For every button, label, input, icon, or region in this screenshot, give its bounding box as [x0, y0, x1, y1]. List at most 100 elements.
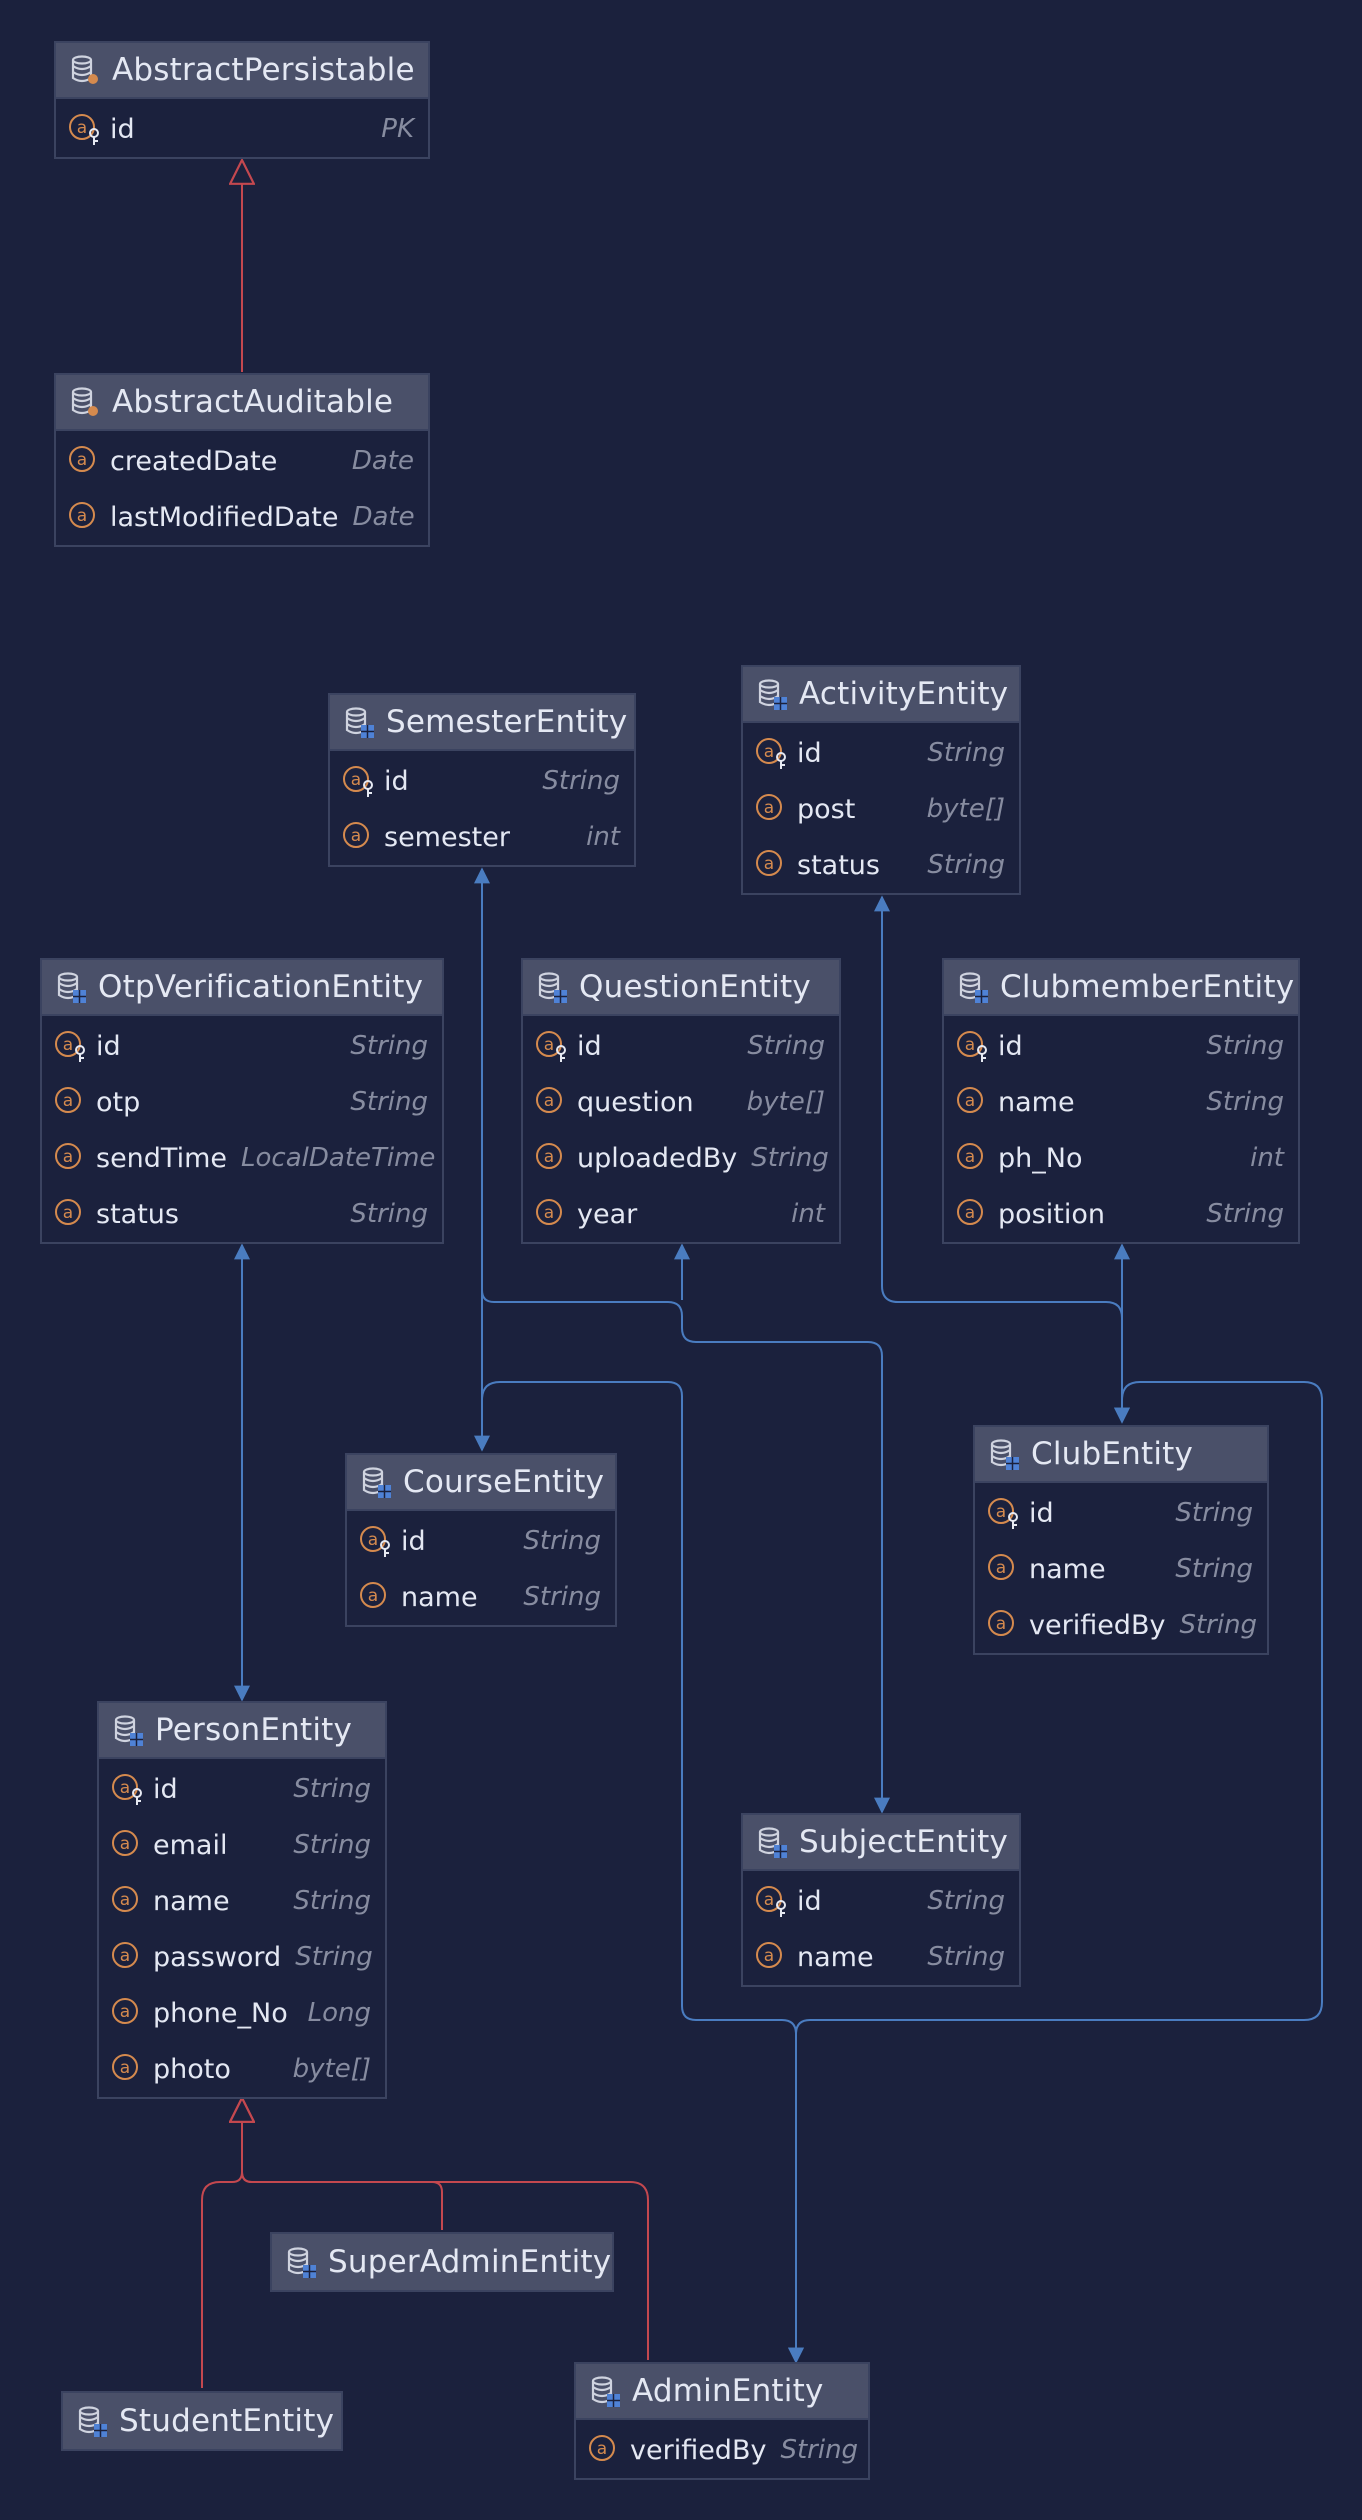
field-row: a year int — [523, 1186, 839, 1242]
field-row: a id String — [944, 1018, 1298, 1074]
field-type: String — [350, 1031, 428, 1061]
field-row: a name String — [975, 1541, 1267, 1597]
field-name: name — [1029, 1553, 1106, 1585]
field-row: a sendTime LocalDateTime — [42, 1130, 442, 1186]
primary-key-field-icon: a — [957, 1031, 987, 1062]
entity-person[interactable]: PersonEntity a id String a email String … — [97, 1701, 387, 2099]
field-name: id — [401, 1525, 426, 1557]
field-name: question — [577, 1086, 694, 1118]
entity-icon — [57, 972, 86, 1003]
field-name: otp — [96, 1086, 141, 1118]
entity-abstract-persistable[interactable]: AbstractPersistable a id PK — [54, 41, 430, 159]
field-name: verifiedBy — [1029, 1609, 1166, 1641]
svg-text:a: a — [120, 1778, 130, 1798]
primary-key-field-icon: a — [756, 1886, 786, 1917]
field-row: a id String — [743, 1873, 1019, 1929]
entity-clubmember[interactable]: ClubmemberEntity a id String a name Stri… — [942, 958, 1300, 1244]
entity-header: PersonEntity — [99, 1703, 385, 1759]
field-row: a question byte[] — [523, 1074, 839, 1130]
field-name: post — [797, 793, 856, 825]
primary-key-field-icon: a — [69, 114, 99, 145]
field-row: a phone_No Long — [99, 1985, 385, 2041]
entity-abstract-auditable[interactable]: AbstractAuditable a createdDate Date a l… — [54, 373, 430, 547]
field-type: int — [1250, 1143, 1284, 1173]
entity-icon — [758, 679, 787, 710]
field-icon: a — [55, 1087, 81, 1113]
field-icon: a — [536, 1087, 562, 1113]
inherit-admin-to-person — [242, 2098, 649, 2360]
entity-name: SubjectEntity — [799, 1824, 1008, 1860]
field-name: name — [401, 1581, 478, 1613]
field-row: a id String — [330, 753, 634, 809]
field-type: String — [1206, 1031, 1284, 1061]
field-icon: a — [988, 1554, 1014, 1580]
svg-text:a: a — [965, 1091, 975, 1111]
entity-semester[interactable]: SemesterEntity a id String a semester in… — [328, 693, 636, 867]
entity-header: SubjectEntity — [743, 1815, 1019, 1871]
primary-key-field-icon: a — [360, 1526, 390, 1557]
entity-header: OtpVerificationEntity — [42, 960, 442, 1016]
field-name: status — [797, 849, 880, 881]
svg-text:a: a — [764, 742, 774, 762]
field-type: String — [1175, 1498, 1253, 1528]
entity-header: QuestionEntity — [523, 960, 839, 1016]
field-icon: a — [589, 2435, 615, 2461]
svg-text:a: a — [63, 1203, 73, 1223]
field-type: String — [293, 1830, 371, 1860]
entity-name: ClubmemberEntity — [1000, 969, 1295, 1005]
entity-name: ActivityEntity — [799, 676, 1009, 712]
field-type: String — [927, 1942, 1005, 1972]
entity-icon — [345, 707, 374, 738]
svg-text:a: a — [965, 1035, 975, 1055]
svg-text:a: a — [764, 854, 774, 874]
entity-icon — [990, 1439, 1019, 1470]
field-type: byte[] — [292, 2054, 371, 2084]
entity-admin[interactable]: AdminEntity a verifiedBy String — [574, 2362, 870, 2480]
svg-text:a: a — [120, 1890, 130, 1910]
svg-text:a: a — [368, 1586, 378, 1606]
primary-key-field-icon: a — [55, 1031, 85, 1062]
field-type: int — [586, 822, 620, 852]
entity-icon — [758, 1827, 787, 1858]
field-type: String — [350, 1087, 428, 1117]
entity-course[interactable]: CourseEntity a id String a name String — [345, 1453, 617, 1627]
svg-text:a: a — [764, 798, 774, 818]
entity-header: ClubEntity — [975, 1427, 1267, 1483]
abstract-entity-icon — [71, 55, 98, 84]
abstract-entity-icon — [71, 387, 98, 416]
entity-question[interactable]: QuestionEntity a id String a question by… — [521, 958, 841, 1244]
field-type: String — [1175, 1554, 1253, 1584]
entity-otp-verification[interactable]: OtpVerificationEntity a id String a otp … — [40, 958, 444, 1244]
field-row: a uploadedBy String — [523, 1130, 839, 1186]
entity-icon — [114, 1715, 143, 1746]
field-row: a name String — [743, 1929, 1019, 1985]
field-icon: a — [957, 1199, 983, 1225]
assoc-club-admin — [788, 1381, 1323, 2364]
field-name: id — [153, 1773, 178, 1805]
entity-name: OtpVerificationEntity — [98, 969, 424, 1005]
entity-activity[interactable]: ActivityEntity a id String a post byte[]… — [741, 665, 1021, 895]
entity-student[interactable]: StudentEntity — [61, 2391, 343, 2451]
field-type: String — [927, 738, 1005, 768]
svg-text:a: a — [544, 1203, 554, 1223]
entity-header: CourseEntity — [347, 1455, 615, 1511]
entity-super-admin[interactable]: SuperAdminEntity — [270, 2232, 614, 2292]
field-type: Date — [352, 502, 415, 532]
entity-club[interactable]: ClubEntity a id String a name String a v… — [973, 1425, 1269, 1655]
field-type: String — [780, 2435, 859, 2465]
field-row: a post byte[] — [743, 781, 1019, 837]
svg-text:a: a — [996, 1502, 1006, 1522]
entity-header: AbstractPersistable — [56, 43, 428, 99]
field-type: Long — [307, 1998, 371, 2028]
field-type: byte[] — [746, 1087, 825, 1117]
svg-text:a: a — [996, 1614, 1006, 1634]
field-row: a verifiedBy String — [576, 2422, 868, 2478]
field-row: a ph_No int — [944, 1130, 1298, 1186]
svg-text:a: a — [544, 1091, 554, 1111]
svg-text:a: a — [597, 2439, 607, 2459]
field-type: String — [1206, 1087, 1284, 1117]
entity-subject[interactable]: SubjectEntity a id String a name String — [741, 1813, 1021, 1987]
field-row: a id String — [975, 1485, 1267, 1541]
field-row: a id String — [99, 1761, 385, 1817]
